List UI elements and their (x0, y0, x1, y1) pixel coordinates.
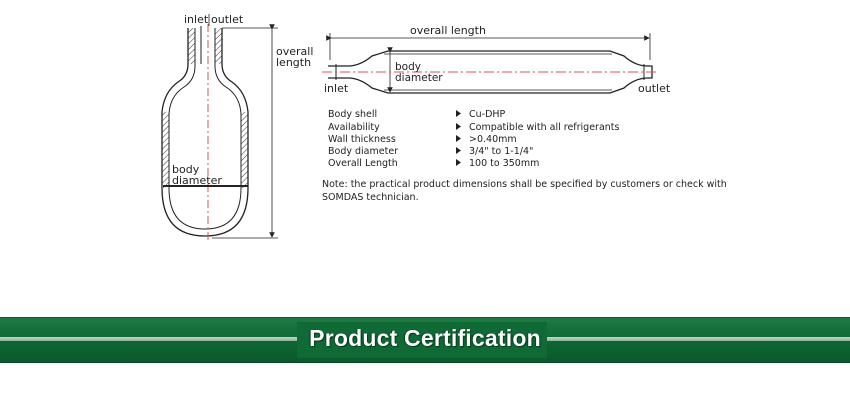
bullet-icon (456, 147, 461, 154)
spec-name: Body shell (328, 109, 377, 120)
note-line-1: Note: the practical product dimensions s… (322, 179, 727, 190)
bullet-icon (456, 110, 461, 117)
vertical-shell-outer (161, 28, 249, 237)
horizontal-body-label-1: body (395, 61, 421, 73)
spec-row: Overall Length 100 to 350mm (328, 158, 539, 169)
spec-row: Availability Compatible with all refrige… (328, 122, 620, 133)
vertical-outlet-label: outlet (211, 13, 244, 26)
note-line-2: SOMDAS technician. (322, 192, 419, 203)
spec-value: >0.40mm (469, 134, 517, 145)
bullet-icon (456, 159, 461, 166)
spec-name: Availability (328, 122, 380, 133)
spec-value: 3/4" to 1-1/4" (469, 146, 533, 157)
section-banner: Product Certification (0, 317, 850, 363)
spec-value: Compatible with all refrigerants (469, 122, 620, 133)
spec-table: Body shell Cu-DHP Availability Compatibl… (328, 109, 620, 169)
spec-value: Cu-DHP (469, 109, 506, 120)
vertical-shell-inner (168, 28, 242, 230)
spec-name: Overall Length (328, 158, 398, 169)
spec-row: Body shell Cu-DHP (328, 109, 506, 120)
horizontal-inlet-label: inlet (324, 82, 349, 95)
spec-row: Body diameter 3/4" to 1-1/4" (328, 146, 533, 157)
vertical-overall-label-2: length (276, 56, 311, 69)
bullet-icon (456, 123, 461, 130)
vertical-overall-label-1: overall (276, 45, 313, 58)
vertical-dryer-drawing: inlet outlet overall length body diamete… (161, 13, 313, 240)
vertical-body-label-2: diameter (172, 174, 222, 187)
vertical-tube-hatch-right (215, 28, 222, 64)
vertical-wall-hatch-right (241, 112, 248, 188)
horizontal-body-label-2: diameter (395, 72, 443, 84)
spec-value: 100 to 350mm (469, 158, 539, 169)
vertical-body-label-1: body (172, 163, 200, 176)
vertical-inlet-label: inlet (184, 13, 209, 26)
vertical-tube-hatch-left (188, 28, 195, 64)
horizontal-outlet-label: outlet (638, 82, 671, 95)
spec-name: Body diameter (328, 146, 398, 157)
vertical-wall-hatch-left (162, 112, 169, 188)
banner-title: Product Certification (309, 325, 541, 351)
spec-row: Wall thickness >0.40mm (328, 134, 517, 145)
bullet-icon (456, 135, 461, 142)
horizontal-dryer-drawing: overall length body diameter inlet outle… (322, 24, 671, 95)
banner-title-plate (297, 322, 547, 358)
horizontal-overall-label: overall length (410, 24, 486, 37)
spec-name: Wall thickness (328, 134, 396, 145)
